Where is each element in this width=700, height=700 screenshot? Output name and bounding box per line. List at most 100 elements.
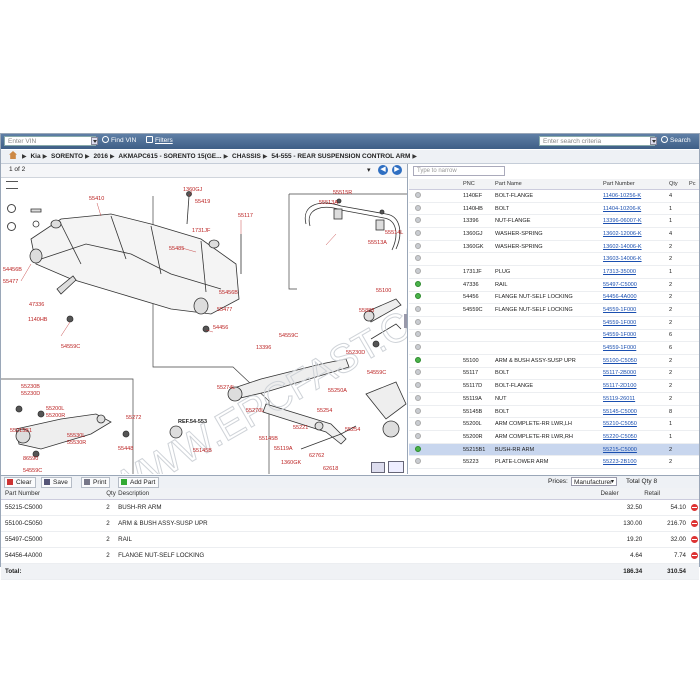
- callout-label[interactable]: 62762: [309, 453, 324, 459]
- callout-label[interactable]: 55272: [126, 415, 141, 421]
- unavailable-dot-icon[interactable]: [415, 420, 421, 427]
- callout-label[interactable]: 55448: [118, 446, 133, 452]
- print-diagram-icon[interactable]: [371, 462, 385, 473]
- email-icon[interactable]: [388, 461, 404, 473]
- order-qty[interactable]: 2: [105, 499, 118, 516]
- unavailable-dot-icon[interactable]: [415, 191, 421, 198]
- zoom-in-icon[interactable]: [7, 204, 16, 213]
- callout-label[interactable]: 55100: [376, 288, 391, 294]
- order-part-column-header[interactable]: Part Number: [1, 488, 106, 500]
- callout-label[interactable]: 13396: [256, 345, 271, 351]
- callout-label[interactable]: 55485: [169, 246, 184, 252]
- callout-label[interactable]: 54559C: [367, 370, 386, 376]
- row-part-number[interactable]: 13602-12006-K: [601, 227, 667, 241]
- part-number-link[interactable]: 13603-14006-K: [603, 256, 642, 263]
- unavailable-dot-icon[interactable]: [415, 318, 421, 325]
- part-number-link[interactable]: 54559-1F000: [603, 345, 637, 352]
- row-part-number[interactable]: 54559-1F000: [601, 329, 667, 343]
- part-name-column-header[interactable]: Part Name: [493, 179, 601, 190]
- unavailable-dot-icon[interactable]: [415, 369, 421, 376]
- callout-label[interactable]: 55200R: [46, 413, 65, 419]
- callout-label[interactable]: 47336: [29, 302, 44, 308]
- remove-item-icon[interactable]: [691, 519, 698, 527]
- part-number-link[interactable]: 55220-C5050: [603, 433, 637, 440]
- row-part-number[interactable]: 55220-C5050: [601, 430, 667, 444]
- part-number-link[interactable]: 55145-C5000: [603, 408, 637, 415]
- row-part-number[interactable]: 54559-1F000: [601, 341, 667, 355]
- row-part-number[interactable]: 54456-4A000: [601, 291, 667, 305]
- order-qty[interactable]: 2: [105, 547, 118, 564]
- menu-icon[interactable]: [6, 181, 18, 189]
- callout-label[interactable]: 55477: [3, 279, 18, 285]
- row-part-number[interactable]: 55497-C5000: [601, 278, 667, 292]
- callout-label[interactable]: 55221: [293, 425, 308, 431]
- prices-select[interactable]: Manufacturer▾: [571, 477, 617, 486]
- callout-label[interactable]: 55215B1: [10, 428, 32, 434]
- callout-label[interactable]: 55515R: [333, 190, 352, 196]
- panel-splitter-handle[interactable]: [404, 314, 407, 328]
- callout-label[interactable]: 55270L: [246, 408, 264, 414]
- part-number-link[interactable]: 55119-26011: [603, 395, 636, 402]
- print-button[interactable]: Print: [81, 477, 111, 488]
- unavailable-dot-icon[interactable]: [415, 204, 421, 211]
- part-number-link[interactable]: 54559-1F000: [603, 332, 637, 339]
- callout-label[interactable]: 55230B: [21, 384, 40, 390]
- next-page-icon[interactable]: ▶: [392, 165, 402, 175]
- callout-label[interactable]: 55888: [359, 308, 374, 314]
- home-icon[interactable]: [9, 151, 17, 159]
- part-number-link[interactable]: 13602-12006-K: [603, 230, 642, 237]
- row-part-number[interactable]: 54559-1F000: [601, 303, 667, 317]
- unavailable-dot-icon[interactable]: [415, 306, 421, 313]
- callout-label[interactable]: 55477: [217, 307, 232, 313]
- crumb-make[interactable]: Kia: [30, 153, 41, 160]
- part-number-link[interactable]: 55223-2B100: [603, 459, 637, 466]
- unavailable-dot-icon[interactable]: [415, 267, 421, 274]
- callout-label[interactable]: 54456: [213, 325, 228, 331]
- vin-dropdown-icon[interactable]: [91, 137, 98, 145]
- row-part-number[interactable]: 13396-06007-K: [601, 214, 667, 229]
- crumb-group[interactable]: CHASSIS: [232, 153, 261, 160]
- vin-input[interactable]: Enter VIN: [4, 136, 96, 146]
- order-dealer-column-header[interactable]: Dealer: [599, 488, 644, 500]
- unavailable-dot-icon[interactable]: [415, 229, 421, 236]
- part-number-link[interactable]: 55117-2D100: [603, 383, 637, 390]
- unavailable-dot-icon[interactable]: [415, 331, 421, 338]
- page-dropdown-icon[interactable]: ▾: [367, 167, 371, 174]
- part-number-link[interactable]: 55100-C5050: [603, 357, 637, 364]
- available-check-icon[interactable]: [415, 280, 421, 287]
- callout-label[interactable]: 55274L: [217, 385, 235, 391]
- pnc-column-header[interactable]: PNC: [461, 179, 493, 190]
- callout-label[interactable]: 1140HB: [28, 317, 48, 323]
- part-number-link[interactable]: 13602-14006-K: [603, 243, 642, 250]
- callout-label[interactable]: 55254: [317, 408, 332, 414]
- callout-label[interactable]: 55254: [345, 427, 360, 433]
- callout-label[interactable]: 55514L: [385, 230, 403, 236]
- available-check-icon[interactable]: [415, 356, 421, 363]
- row-part-number[interactable]: 55117-2B000: [601, 367, 667, 381]
- callout-label[interactable]: 55117: [238, 213, 253, 219]
- row-part-number[interactable]: 11404-10206-K: [601, 202, 667, 216]
- row-part-number[interactable]: 55210-C5050: [601, 417, 667, 432]
- callout-label[interactable]: 55145B: [193, 448, 212, 454]
- part-number-link[interactable]: 55117-2B000: [603, 370, 637, 377]
- row-part-number[interactable]: 54559-1F000: [601, 316, 667, 330]
- pc-column-header[interactable]: Pc: [687, 179, 699, 190]
- callout-label[interactable]: 54559C: [279, 333, 298, 339]
- search-dropdown-icon[interactable]: [650, 137, 657, 145]
- callout-label[interactable]: 55250A: [328, 388, 347, 394]
- callout-label[interactable]: 54559C: [23, 468, 42, 474]
- row-part-number[interactable]: 55100-C5050: [601, 354, 667, 368]
- callout-label[interactable]: 62618: [323, 466, 338, 472]
- unavailable-dot-icon[interactable]: [415, 394, 421, 401]
- order-qty-column-header[interactable]: Qty: [105, 488, 118, 500]
